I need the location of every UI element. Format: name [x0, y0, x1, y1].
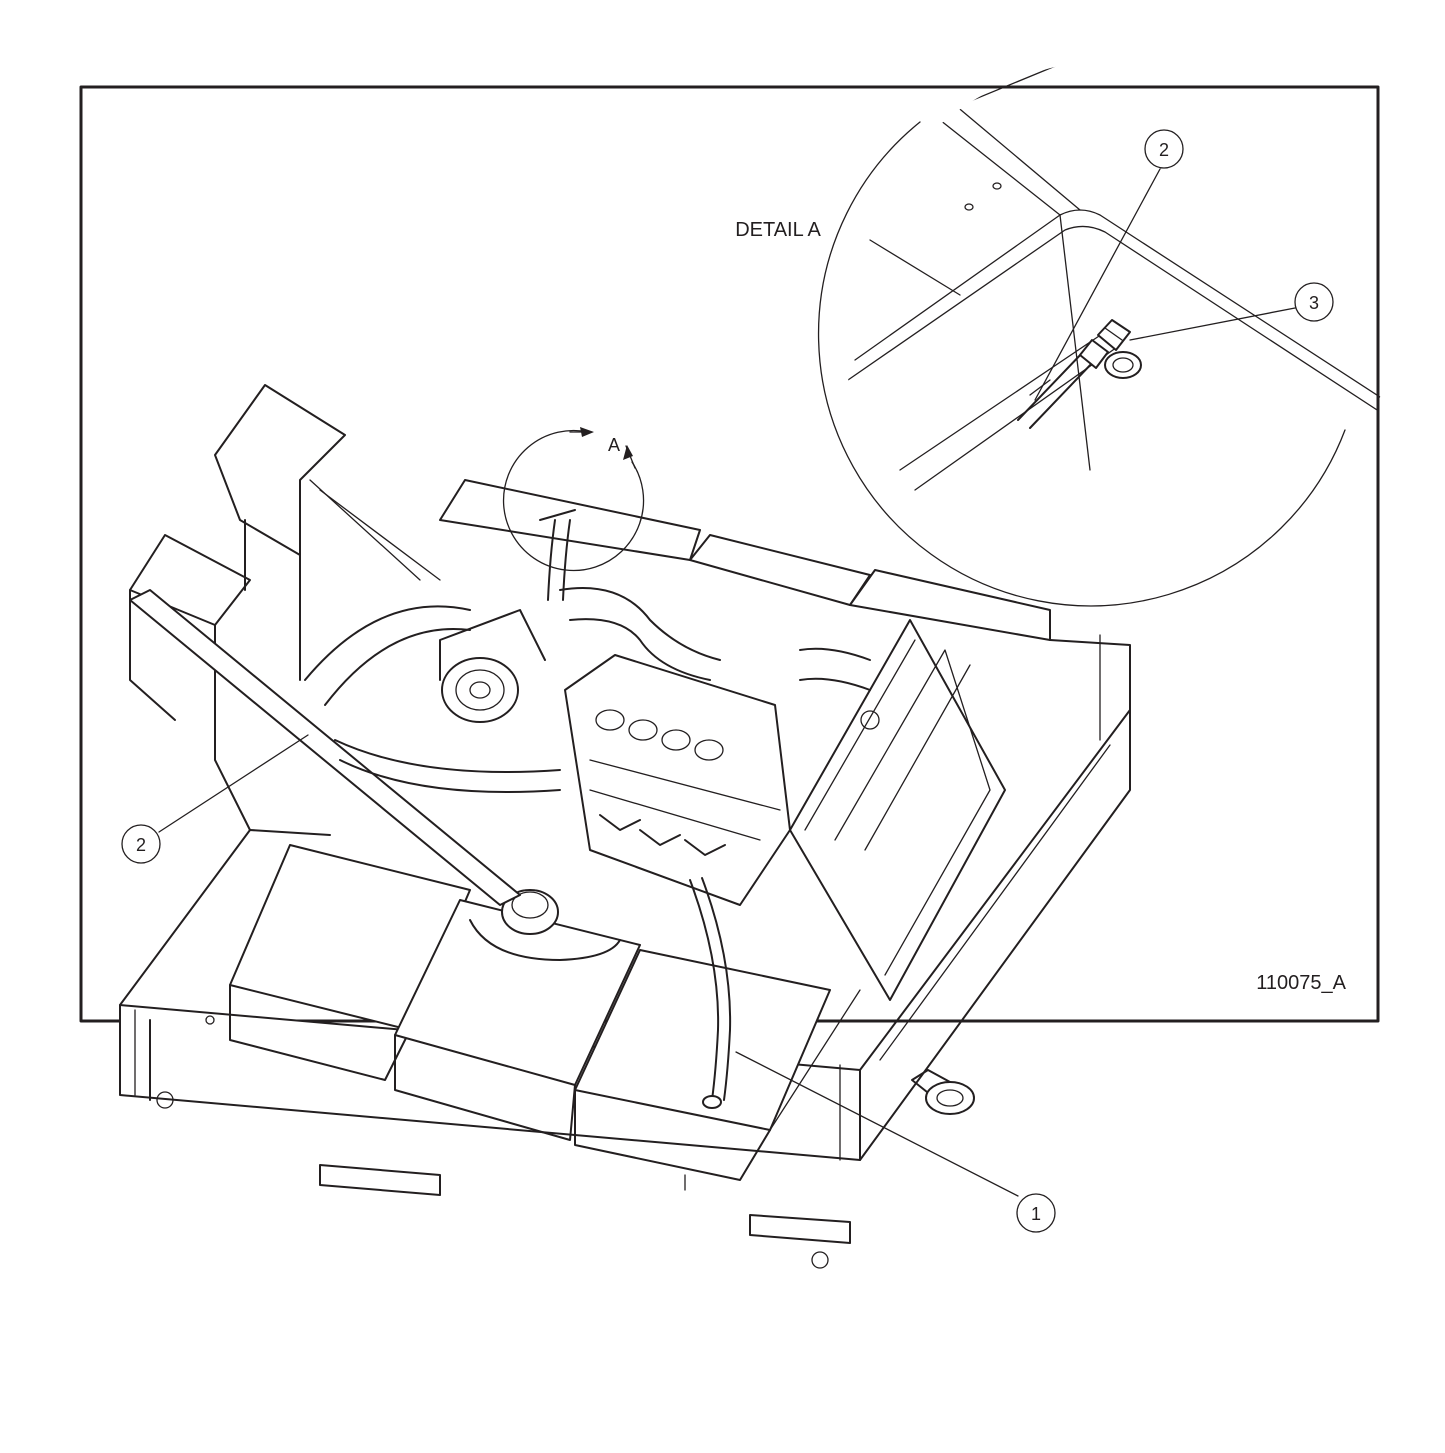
leader-1: [735, 1051, 1019, 1197]
leader-3-detail: [1129, 307, 1296, 341]
callout-2-main: 2: [121, 824, 161, 864]
leader-2-detail: [1034, 168, 1161, 401]
fuel-tank-right: [574, 949, 831, 1131]
fuel-tank-left: [229, 844, 471, 1031]
generator-assembly: [119, 384, 1131, 1269]
fuel-cap: [501, 889, 559, 935]
fuel-line-hose: [689, 879, 720, 1101]
detail-indicator-circle: [502, 429, 645, 572]
detail-circle-outline: [817, 121, 1346, 607]
leader-2-main: [158, 734, 309, 833]
svg-text:1: 1: [1031, 1204, 1041, 1224]
section-marker-a: A: [502, 427, 645, 572]
arrow-right-icon: [580, 427, 594, 437]
section-label-a: A: [608, 435, 620, 455]
radiator: [789, 619, 1006, 1001]
svg-text:2: 2: [1159, 140, 1169, 160]
engine-block: [564, 654, 791, 906]
detail-title: DETAIL A: [735, 219, 821, 241]
fuel-tank-center: [394, 899, 641, 1086]
diagonal-brace: [129, 589, 521, 906]
muffler-outlet: [925, 1081, 975, 1115]
air-filter: [441, 657, 519, 723]
drawing-number: 110075_A: [1256, 972, 1346, 994]
svg-text:3: 3: [1309, 293, 1319, 313]
arrow-up-icon: [623, 445, 633, 460]
lifting-frame: [214, 384, 346, 556]
callout-1: 1: [1016, 1193, 1056, 1233]
callout-3-detail: 3: [1294, 282, 1334, 322]
svg-text:2: 2: [136, 835, 146, 855]
callout-2-detail: 2: [1144, 129, 1184, 169]
detail-a-view: DETAIL A: [735, 60, 1388, 607]
